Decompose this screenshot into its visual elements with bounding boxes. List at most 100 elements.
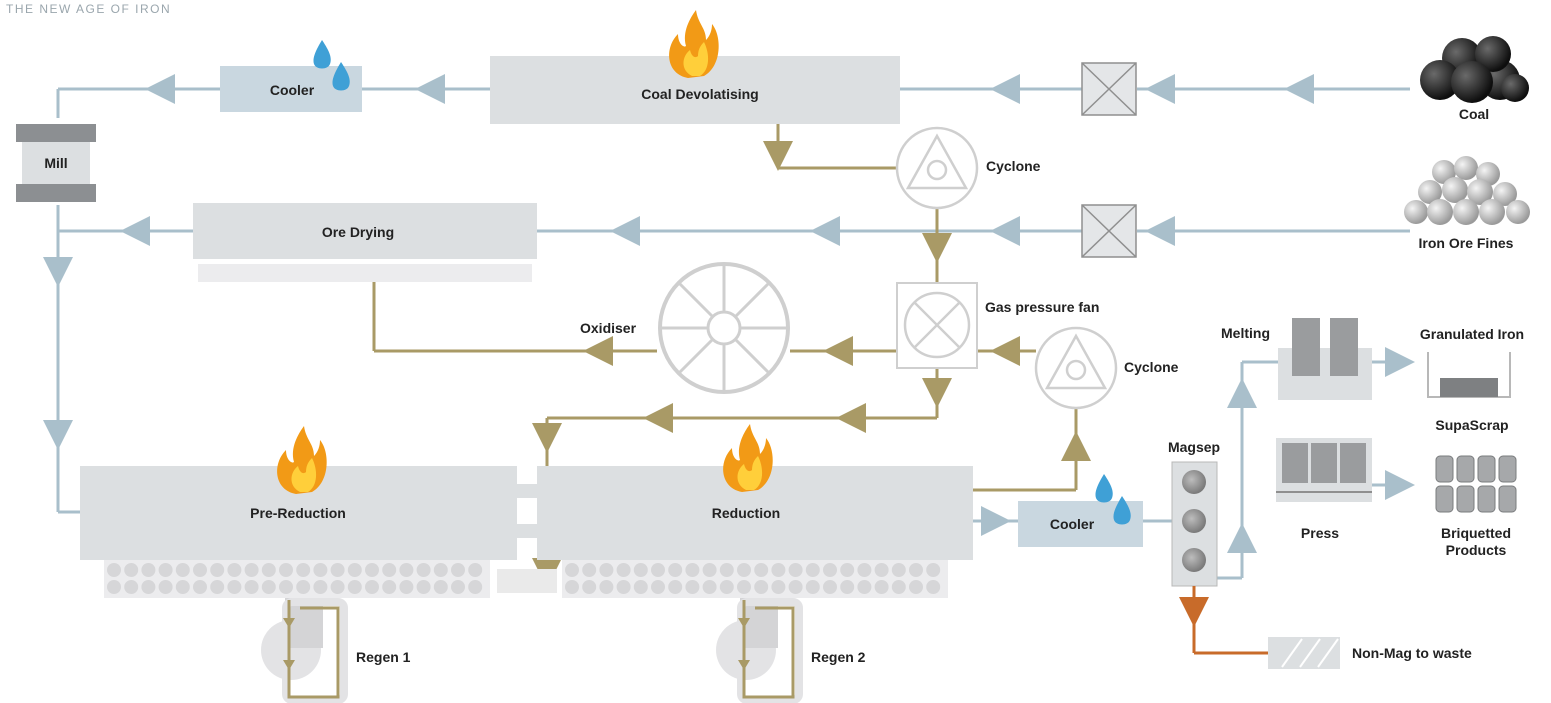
bed-dot [616,563,631,577]
bed-dot [399,580,414,594]
bed-dot [416,580,431,594]
bed-dot [599,580,614,594]
bed-dot [926,563,941,577]
bed-dot [857,580,872,594]
bed-dot [175,580,190,594]
ore-flow-lines [43,74,1415,580]
flame-icon [277,426,327,494]
cyclone-top-label: Cyclone [986,158,1041,174]
mill-unit [16,124,96,202]
bed-dot [433,563,448,577]
bed-dot [451,580,465,594]
melting-unit [1278,318,1372,400]
bed-dot [193,563,207,577]
cyclone-mid-label: Cyclone [1124,359,1179,375]
bed-dot [840,580,855,594]
bed-dot [633,580,648,594]
iron-ore-fines-label: Iron Ore Fines [1419,235,1514,251]
bed-dot [805,563,820,577]
briquetted-label-line1: Briquetted [1441,525,1511,541]
bed-dot [874,563,889,577]
melting-label: Melting [1221,325,1270,341]
supascrap-label: SupaScrap [1435,417,1508,433]
bed-dot [788,563,803,577]
gas-pressure-fan-icon [896,282,978,369]
pre-reduction-bed [104,560,490,598]
bed-dot [857,563,872,577]
bed-dot [651,580,665,594]
bed-dot [347,580,362,594]
bed-dot [668,563,683,577]
bed-dot [582,580,597,594]
bed-dot [158,563,173,577]
regen-2-label: Regen 2 [811,649,866,665]
bed-dot [737,580,751,594]
briquettes-icon [1435,455,1517,513]
cooler-bottom-label: Cooler [1050,516,1095,532]
bed-dot [244,580,259,594]
bed-dot [702,580,717,594]
bed-dot [210,563,225,577]
bed-dot [210,580,225,594]
bed-dot [788,580,803,594]
magsep-label: Magsep [1168,439,1220,455]
bed-dot [124,563,139,577]
coal-devolatising-label: Coal Devolatising [641,86,758,102]
regen-1-unit [261,598,348,703]
bed-dot [668,580,683,594]
briquette-block [1435,485,1454,513]
reduction-bed [562,560,948,598]
bed-dot [616,580,631,594]
briquette-block [1498,485,1517,513]
bed-dot [702,563,717,577]
briquette-block [1477,455,1496,483]
bed-dot [805,580,820,594]
flame-icon [723,424,773,492]
bed-dot [651,563,665,577]
bed-dot [719,563,734,577]
oxidiser-label: Oxidiser [580,320,637,336]
bed-dot [451,563,465,577]
bed-dot [107,563,121,577]
bed-dot [685,580,700,594]
bed-dot [158,580,173,594]
bed-dot [771,580,786,594]
cooler-top-label: Cooler [270,82,315,98]
briquette-block [1456,455,1475,483]
bed-dot [565,563,579,577]
granulated-iron-label: Granulated Iron [1420,326,1524,342]
magsep-unit [1171,461,1218,587]
ore-feed-hopper [1081,204,1137,258]
briquette-block [1456,485,1475,513]
bed-dot [468,563,483,577]
bed-dot [891,563,906,577]
bed-dot [891,580,906,594]
water-drops-icon [1095,474,1131,525]
non-mag-label: Non-Mag to waste [1352,645,1472,661]
waste-flow-line [1179,586,1268,655]
press-label: Press [1301,525,1339,541]
bed-dot [261,563,276,577]
bed-dot [382,563,397,577]
bed-dot [909,580,923,594]
bed-dot [124,580,139,594]
cyclone-top-icon [895,126,979,210]
bed-dot [737,563,751,577]
water-drops-icon [313,40,350,91]
bed-dot [296,580,311,594]
bed-dot [416,563,431,577]
bed-dot [399,563,414,577]
bed-dot [754,580,769,594]
bed-dot [771,563,786,577]
bed-dot [175,563,190,577]
bed-dot [227,563,242,577]
gas-pressure-fan-label: Gas pressure fan [985,299,1099,315]
bed-dot [754,563,769,577]
bed-dot [823,563,837,577]
bed-dot [926,580,941,594]
mill-label: Mill [44,155,67,171]
bed-dot [141,563,156,577]
granulated-iron-icon [1427,352,1511,398]
cyclone-mid-icon [1034,326,1118,410]
